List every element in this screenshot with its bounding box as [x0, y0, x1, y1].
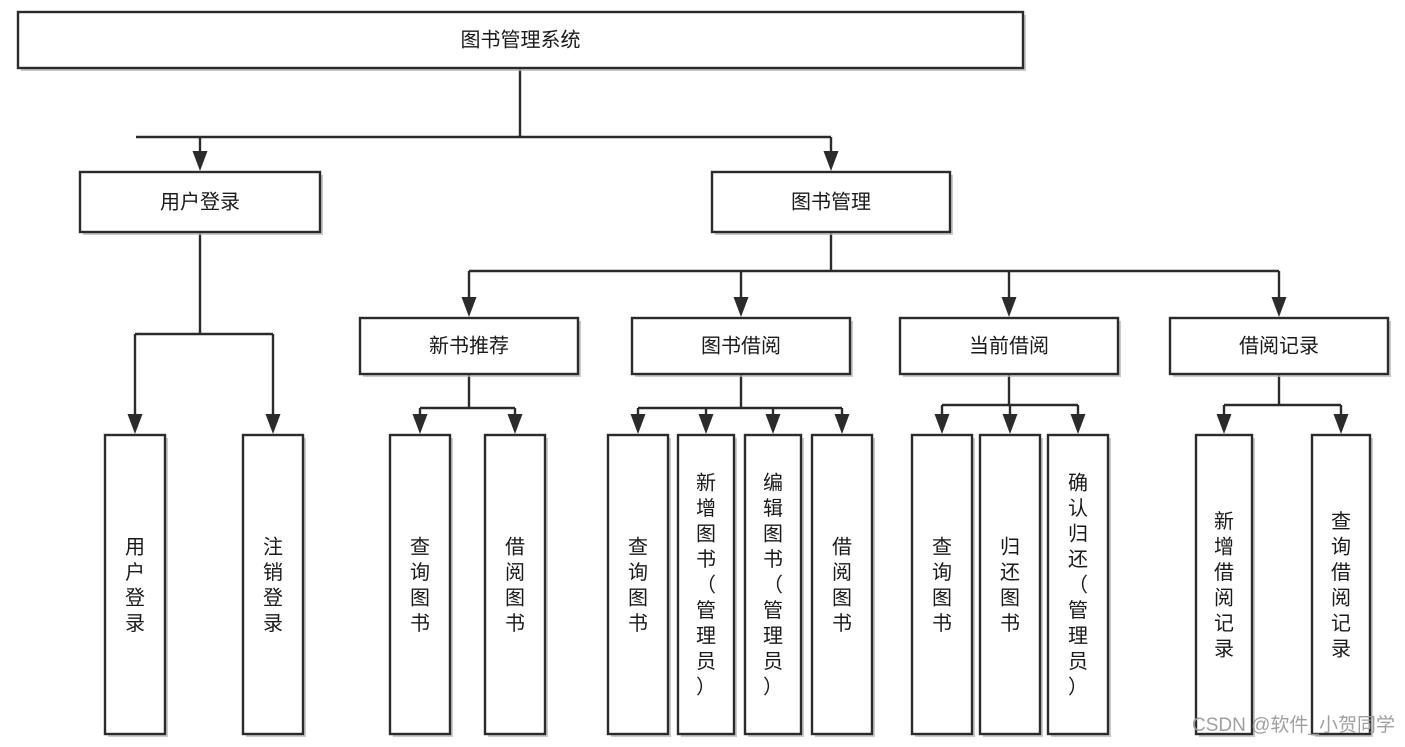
- edge-book-borrow-to-leaf-borrow-book: [834, 408, 850, 434]
- edge-book-borrow-to-leaf-add-book: [698, 408, 714, 434]
- node-label: 图书管理系统: [461, 28, 581, 51]
- node-label: 查询图书: [932, 535, 952, 635]
- edge-current-borrow-to-leaf-confirm-return: [1070, 405, 1086, 434]
- node-label: 查询借阅记录: [1331, 510, 1351, 661]
- edge-root-to-user-login: [192, 137, 208, 171]
- edge-book-borrow-to-leaf-query-book-borrow: [630, 408, 646, 434]
- node-label: 图书借阅: [701, 334, 781, 357]
- edge-root-to-book-manage: [823, 137, 839, 171]
- connector-rail-book-borrow: [638, 374, 842, 410]
- node-label: 借阅图书: [832, 535, 852, 635]
- edge-borrow-record-to-leaf-add-record: [1216, 405, 1232, 434]
- edge-book-manage-to-book-borrow: [733, 271, 749, 317]
- node-leaf-add-record[interactable]: 新增借阅记录: [1194, 433, 1255, 737]
- edge-new-book-recommend-to-leaf-borrow-book-rec: [507, 408, 523, 434]
- edge-current-borrow-to-leaf-return-book: [1002, 405, 1018, 434]
- edge-book-manage-to-borrow-record: [1271, 271, 1287, 317]
- node-leaf-edit-book[interactable]: 编辑图书（管理员）: [743, 433, 804, 737]
- node-label: 借阅图书: [505, 535, 525, 635]
- node-leaf-logout[interactable]: 注销登录: [241, 433, 306, 737]
- connector-rail-book-manage: [469, 232, 1279, 273]
- node-label: 新增借阅记录: [1214, 510, 1234, 661]
- node-book-manage[interactable]: 图书管理: [710, 170, 953, 235]
- node-borrow-record[interactable]: 借阅记录: [1168, 316, 1391, 377]
- node-leaf-query-book-rec[interactable]: 查询图书: [388, 433, 453, 737]
- node-leaf-query-book-cur[interactable]: 查询图书: [910, 433, 975, 737]
- node-leaf-borrow-book-rec[interactable]: 借阅图书: [483, 433, 548, 737]
- connector-rail-current-borrow: [942, 374, 1078, 407]
- node-leaf-confirm-return[interactable]: 确认归还（管理员）: [1046, 433, 1111, 737]
- edge-user-login-to-leaf-logout: [265, 334, 281, 434]
- node-label: 新书推荐: [429, 334, 509, 357]
- node-leaf-return-book[interactable]: 归还图书: [978, 433, 1043, 737]
- node-root[interactable]: 图书管理系统: [16, 10, 1026, 71]
- node-label: 确认归还（管理员）: [1068, 472, 1088, 699]
- edge-book-manage-to-new-book-recommend: [461, 271, 477, 317]
- node-label: 归还图书: [1000, 535, 1020, 635]
- node-leaf-borrow-book[interactable]: 借阅图书: [810, 433, 875, 737]
- node-current-borrow[interactable]: 当前借阅: [898, 316, 1121, 377]
- connector-rail-user-login: [135, 232, 273, 336]
- node-leaf-query-record[interactable]: 查询借阅记录: [1310, 433, 1373, 737]
- node-layer: 图书管理系统用户登录图书管理新书推荐图书借阅当前借阅借阅记录用户登录注销登录查询…: [16, 10, 1391, 737]
- node-label: 借阅记录: [1239, 334, 1319, 357]
- csdn-watermark: CSDN @软件_小贺同学: [1192, 714, 1395, 736]
- node-label: 注销登录: [263, 535, 283, 635]
- edge-current-borrow-to-leaf-query-book-cur: [934, 405, 950, 434]
- connector-rail-root: [136, 68, 831, 139]
- node-label: 图书管理: [791, 190, 871, 213]
- connector-rail-borrow-record: [1224, 374, 1341, 407]
- edge-book-borrow-to-leaf-edit-book: [765, 408, 781, 434]
- node-label: 编辑图书（管理员）: [763, 472, 783, 699]
- node-label: 查询图书: [628, 535, 648, 635]
- connector-layer: [127, 68, 1349, 434]
- node-user-login[interactable]: 用户登录: [78, 170, 323, 235]
- node-label: 查询图书: [410, 535, 430, 635]
- edge-borrow-record-to-leaf-query-record: [1333, 405, 1349, 434]
- node-leaf-add-book[interactable]: 新增图书（管理员）: [676, 433, 737, 737]
- node-leaf-query-book-borrow[interactable]: 查询图书: [606, 433, 671, 737]
- edge-user-login-to-leaf-user-login: [127, 334, 143, 434]
- connector-rail-new-book: [420, 374, 515, 410]
- node-book-borrow[interactable]: 图书借阅: [630, 316, 853, 377]
- edge-book-manage-to-current-borrow: [1001, 271, 1017, 317]
- watermark-layer: CSDN @软件_小贺同学: [1192, 714, 1395, 736]
- node-label: 新增图书（管理员）: [696, 472, 716, 699]
- node-label: 用户登录: [125, 536, 145, 635]
- node-leaf-user-login[interactable]: 用户登录: [103, 433, 168, 737]
- edge-new-book-recommend-to-leaf-query-book-rec: [412, 408, 428, 434]
- node-label: 用户登录: [160, 190, 240, 213]
- node-label: 当前借阅: [969, 334, 1049, 357]
- node-new-book-recommend[interactable]: 新书推荐: [358, 316, 581, 377]
